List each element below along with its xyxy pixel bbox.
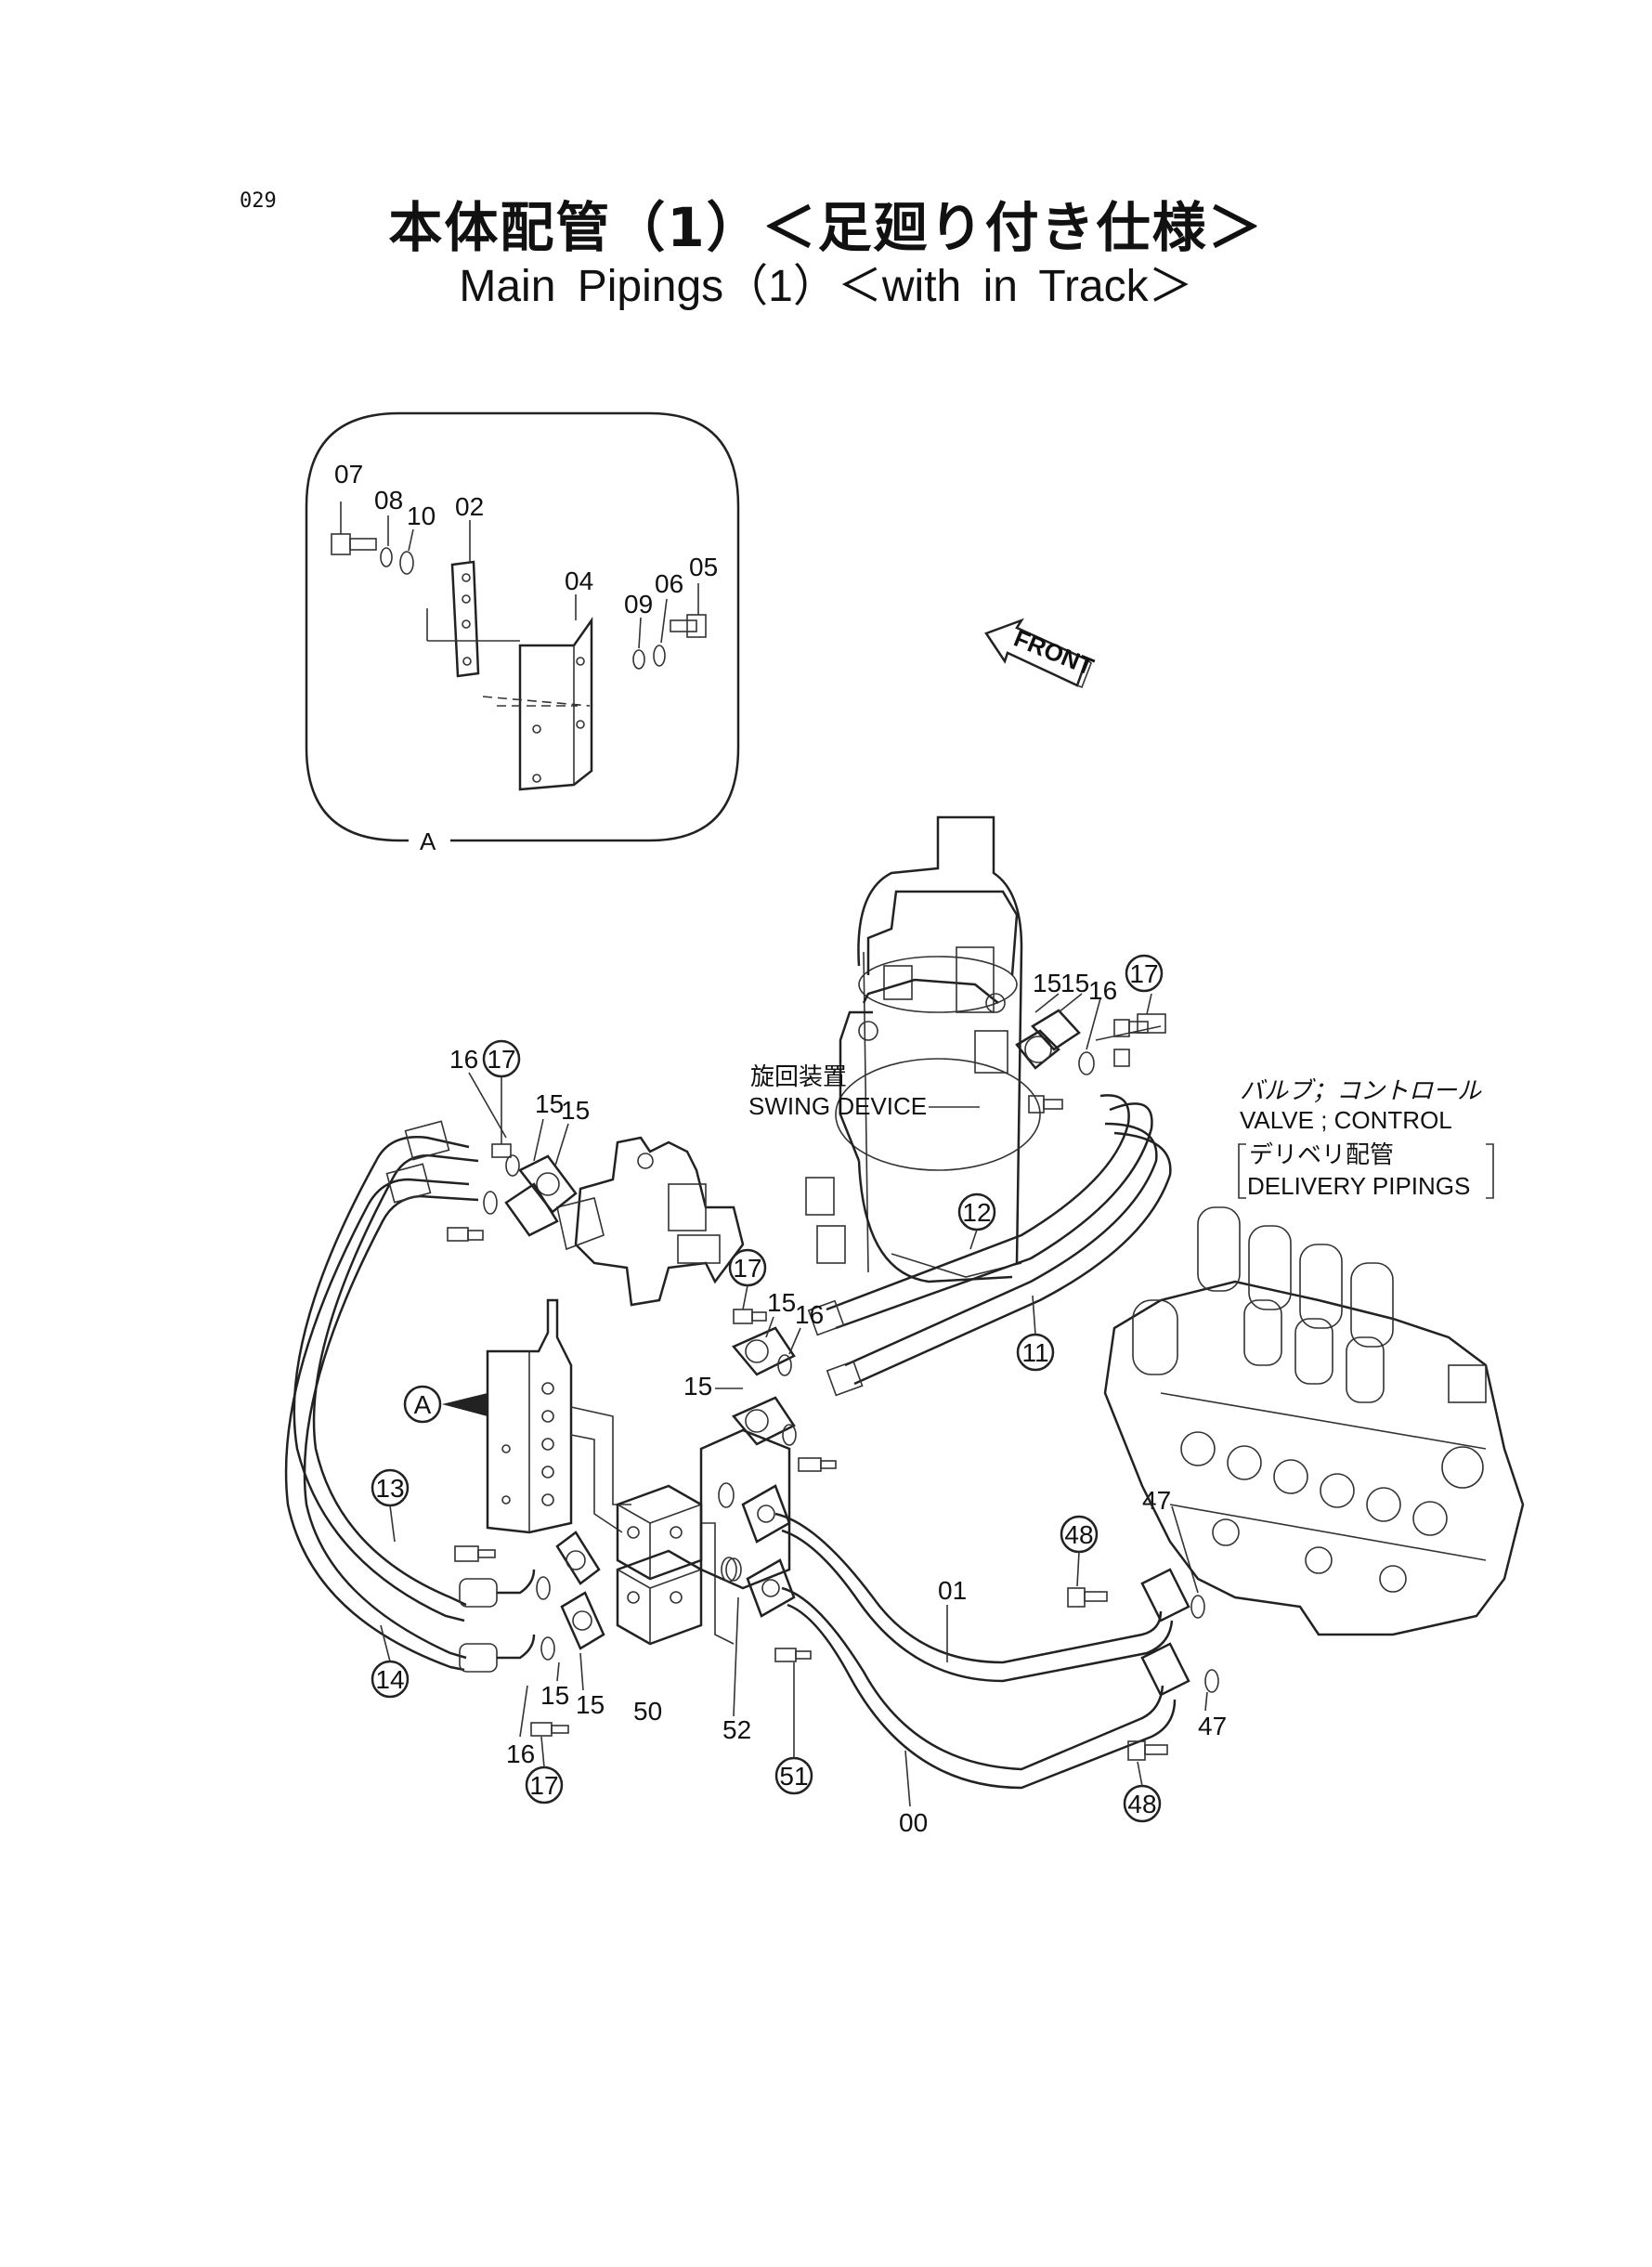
- pipe-00: [781, 1586, 1177, 1790]
- callout-01: 01: [938, 1576, 967, 1605]
- callout-17-swing: 17: [1129, 959, 1158, 988]
- washer-09: [632, 649, 645, 670]
- bolt-48-upper: [1067, 1587, 1108, 1608]
- bolt-48-lower: [1127, 1740, 1168, 1761]
- swing-device-jp: 旋回装置: [750, 1062, 847, 1090]
- elbow-14-turn: [497, 1634, 536, 1660]
- washer-08: [380, 547, 393, 567]
- elbow-13-bottom: [459, 1578, 498, 1608]
- delivery-pipings-jp: デリベリ配管: [1249, 1140, 1394, 1168]
- flange-set-block-left: [454, 1531, 605, 1737]
- callout-15-block-b: 15: [576, 1690, 605, 1719]
- callout-13: 13: [375, 1474, 404, 1503]
- detail-view-label: A: [420, 827, 436, 855]
- callout-15-left-a: 15: [535, 1089, 564, 1118]
- callout-16-block: 16: [506, 1739, 535, 1768]
- callout-47-upper: 47: [1142, 1486, 1171, 1515]
- delivery-pipings-en: DELIVERY PIPINGS: [1247, 1172, 1470, 1200]
- callout-04: 04: [565, 567, 593, 595]
- callout-02: 02: [455, 492, 484, 521]
- callout-16-swing: 16: [1088, 976, 1117, 1005]
- o-ring-47b: [1204, 1669, 1219, 1693]
- page-number: 029: [240, 189, 277, 213]
- washer-06: [653, 645, 666, 667]
- callout-06: 06: [655, 569, 683, 598]
- callout-15-center-top: 15: [767, 1288, 796, 1317]
- elbow-14-top: [385, 1163, 432, 1204]
- fitting-12: [807, 1299, 845, 1336]
- pipe-00-end-flange: [1140, 1642, 1190, 1697]
- pipe-flanges-center: [725, 1484, 812, 1662]
- bracket-right: [1486, 1143, 1494, 1199]
- callout-48-lower: 48: [1127, 1790, 1156, 1818]
- hose-11: [844, 1122, 1172, 1386]
- flange-set-travel-left: [447, 1143, 578, 1242]
- control-valve: [1103, 1206, 1525, 1636]
- callout-17-block: 17: [529, 1771, 558, 1800]
- plate-02: [450, 520, 480, 678]
- bracket-left: [1238, 1143, 1246, 1199]
- callout-05: 05: [689, 553, 718, 581]
- bracket-assembly: [486, 1298, 631, 1534]
- detail-view-a: A 07 08 10: [305, 411, 740, 855]
- title-english: Main Pipings（1）＜with in Track＞: [459, 262, 1193, 311]
- title-japanese: 本体配管（1）＜足廻り付き仕様＞: [388, 196, 1264, 259]
- callout-14: 14: [375, 1665, 404, 1694]
- center-flange-plate: [699, 1309, 837, 1590]
- callout-15-swing-b: 15: [1060, 969, 1089, 997]
- control-valve-jp: バルブ；コントロール: [1240, 1076, 1482, 1104]
- elbow-13-turn: [497, 1569, 536, 1595]
- pipe-01-end-flange: [1140, 1568, 1190, 1622]
- callout-16-left: 16: [449, 1045, 478, 1074]
- view-marker-circle: [403, 1385, 442, 1424]
- callout-circle-17-swing: [1125, 954, 1164, 993]
- callout-09: 09: [624, 590, 653, 619]
- bracket-04: [426, 594, 593, 791]
- fitting-11: [826, 1360, 864, 1397]
- callout-11: 11: [1021, 1338, 1048, 1367]
- elbow-13-top: [404, 1120, 450, 1161]
- block-50: [616, 1484, 735, 1646]
- callout-15-center: 15: [683, 1372, 712, 1401]
- callout-15-swing-a: 15: [1033, 969, 1061, 997]
- callout-50: 50: [633, 1697, 662, 1726]
- callout-00: 00: [899, 1808, 928, 1837]
- callout-48-upper: 48: [1064, 1520, 1093, 1549]
- swing-device-motor: [805, 815, 1041, 1283]
- callout-17-left: 17: [487, 1045, 515, 1074]
- hose-12: [826, 1094, 1153, 1330]
- front-arrow-icon: FRONT: [984, 618, 1098, 689]
- callout-circle-17-left: [482, 1039, 521, 1078]
- callout-15-left-b: 15: [561, 1096, 590, 1125]
- front-arrow-label: FRONT: [1010, 624, 1098, 681]
- callout-15-block-a: 15: [540, 1681, 569, 1710]
- callout-17-center: 17: [733, 1254, 761, 1283]
- washer-10: [399, 551, 414, 575]
- callout-10: 10: [407, 502, 436, 530]
- callout-47-lower: 47: [1198, 1712, 1227, 1740]
- pipe-01: [774, 1512, 1174, 1683]
- callout-12: 12: [962, 1198, 991, 1227]
- flange-set-swing-right: [1015, 993, 1166, 1114]
- o-ring-47a: [1190, 1595, 1205, 1619]
- callout-08: 08: [374, 486, 403, 515]
- control-valve-en: VALVE ; CONTROL: [1240, 1106, 1452, 1134]
- view-marker-arrow: [442, 1393, 488, 1416]
- bolt-07: [331, 502, 377, 555]
- travel-device-left: [556, 1136, 745, 1307]
- callout-51: 51: [779, 1762, 808, 1791]
- callout-52: 52: [722, 1715, 751, 1744]
- callout-07: 07: [334, 460, 363, 489]
- view-marker-a: A: [414, 1390, 432, 1419]
- hose-14: [284, 1178, 479, 1672]
- bolt-05: [670, 583, 707, 638]
- callout-16-center: 16: [795, 1300, 824, 1329]
- swing-device-en: SWING DEVICE: [748, 1092, 927, 1120]
